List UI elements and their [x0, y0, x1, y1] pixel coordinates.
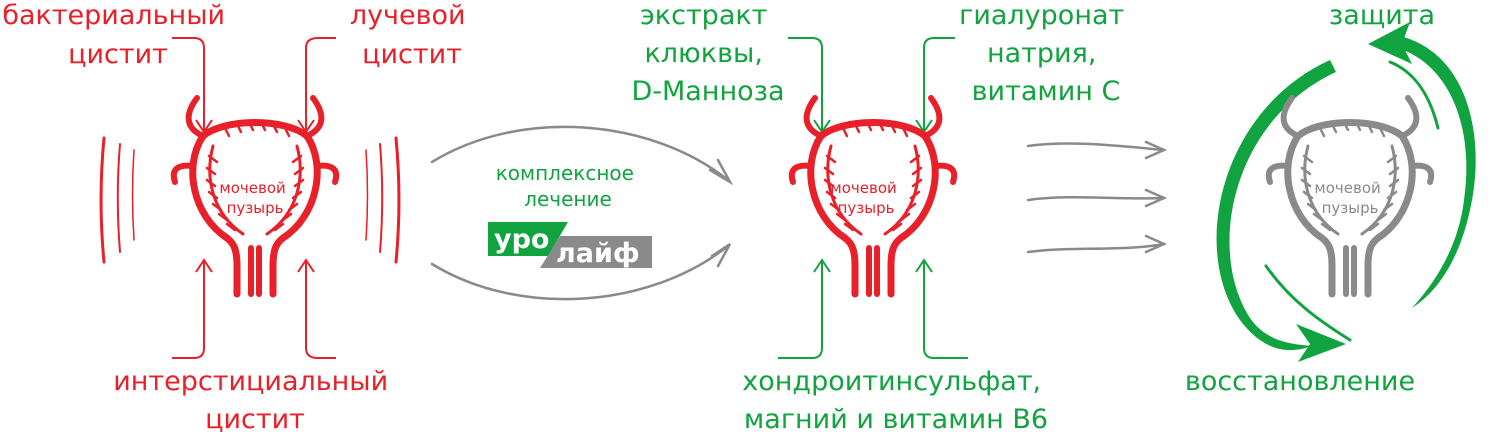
- cause-interstitial-label: интерстициальный цистит: [113, 366, 397, 435]
- treatment-section: комплексное лечение уро лайф: [430, 125, 734, 301]
- cycle-arrow-icon: [1264, 60, 1440, 342]
- ingredient-hyaluronate-label: гиалуронат натрия, витамин С: [959, 0, 1133, 107]
- vibration-lines-icon: [99, 136, 401, 264]
- treatment-label: комплексное лечение: [496, 161, 641, 211]
- arrow-icon: [778, 37, 968, 359]
- arrow-icon: [172, 37, 336, 359]
- protection-label: защита: [1329, 0, 1435, 31]
- cycle-arrow-icon: [1216, 22, 1476, 362]
- svg-text:лайф: лайф: [556, 238, 640, 269]
- left-section: бактериальный цистит лучевой цистит инте…: [2, 0, 474, 435]
- restoration-label: восстановление: [1185, 366, 1415, 397]
- cause-bacterial-label: бактериальный цистит: [2, 0, 233, 70]
- svg-text:уро: уро: [494, 224, 549, 255]
- cause-radiation-label: лучевой цистит: [350, 0, 474, 70]
- bladder-label: мочевой пузырь: [1314, 179, 1385, 217]
- bladder-label: мочевой пузырь: [219, 179, 290, 217]
- ingredient-chondroitin-label: хондроитинсульфат, магний и витамин В6: [742, 366, 1049, 435]
- ingredient-cranberry-label: экстракт клюквы, D-Манноза: [631, 0, 784, 107]
- arrow-icon: [430, 125, 734, 301]
- urolife-logo: уро лайф: [488, 222, 652, 269]
- bladder-label: мочевой пузырь: [830, 179, 901, 217]
- right-section: защита восстановление мочевой пузырь: [1185, 0, 1476, 397]
- arrow-icon: [1026, 140, 1168, 254]
- center-section: экстракт клюквы, D-Манноза гиалуронат на…: [631, 0, 1133, 435]
